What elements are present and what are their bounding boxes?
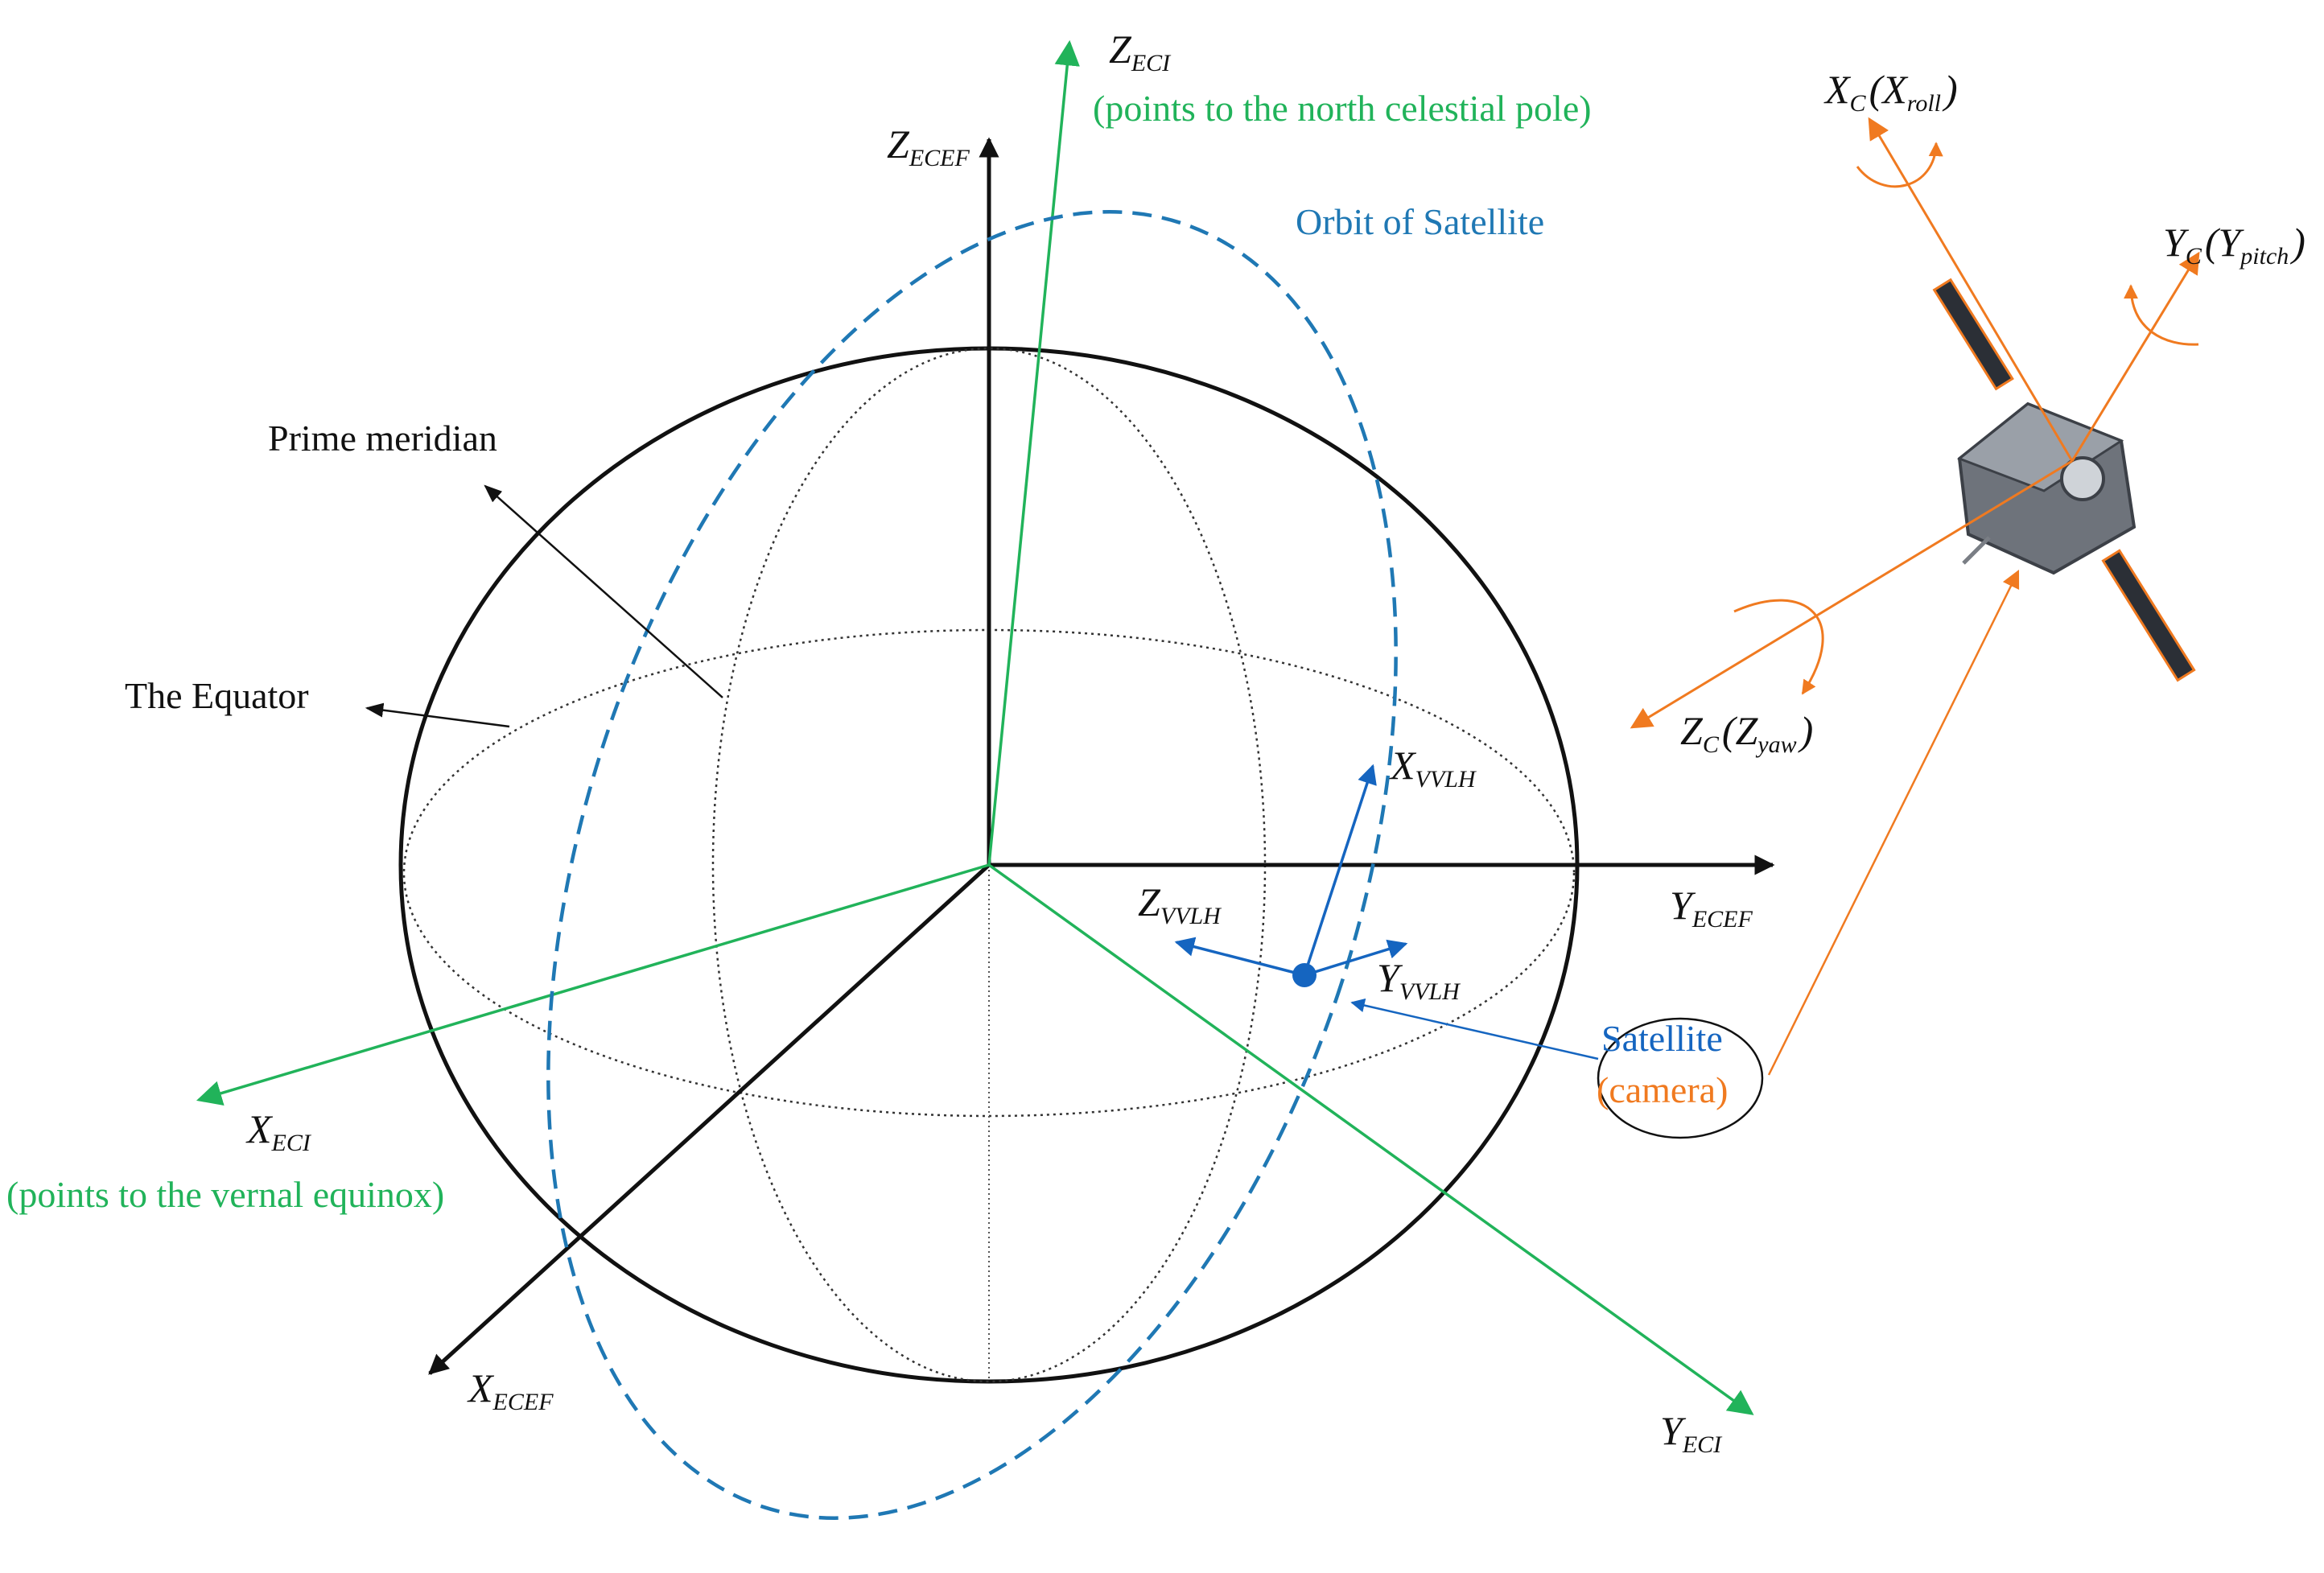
satellite-lens: [2060, 456, 2105, 501]
satellite-label-pointer: [1350, 998, 1599, 1060]
satellite-position-dot: [1292, 963, 1317, 987]
zc-axis: [1630, 459, 2073, 729]
zc-label: ZC(Zyaw): [1680, 708, 1813, 758]
label-pointers: [365, 484, 723, 728]
xc-label: XC(Xroll): [1823, 67, 1958, 117]
yc-axis: [2071, 251, 2200, 462]
satellite-callout: [1597, 569, 2020, 1139]
x-eci-label: XECI: [245, 1106, 312, 1156]
x-ecef-label: XECEF: [467, 1365, 554, 1415]
y-eci-label: YECI: [1660, 1408, 1723, 1458]
satellite-callout-ellipse: [1597, 1017, 1764, 1139]
z-eci-axis: [987, 39, 1080, 866]
y-ecef-label: YECEF: [1670, 883, 1753, 933]
prime-meridian-pointer: [484, 484, 723, 698]
y-vvlh-axis: [1304, 939, 1408, 977]
x-vvlh-label: XVVLH: [1389, 743, 1477, 793]
yaw-rotation-arrow: [1733, 599, 1824, 695]
satellite-body-face: [1957, 402, 2124, 492]
labels: ZECI (points to the north celestial pole…: [6, 27, 2305, 1458]
equator-label: The Equator: [125, 675, 309, 716]
equator-pointer: [365, 702, 510, 728]
solar-panel-upper: [1932, 278, 2014, 391]
z-eci-label: ZECI: [1109, 27, 1172, 76]
camera-label: (camera): [1597, 1069, 1728, 1110]
x-ecef-axis: [428, 863, 991, 1375]
x-vvlh-axis: [1303, 764, 1377, 976]
satellite-orbit: [546, 210, 1398, 1520]
ecef-axes: [428, 137, 1775, 1375]
yc-label: YC(Ypitch): [2163, 220, 2305, 270]
camera-frame: [1630, 117, 2200, 729]
vvlh-frame: [1174, 764, 1599, 1060]
z-eci-note: (points to the north celestial pole): [1093, 88, 1592, 129]
roll-rotation-arrow: [1856, 142, 1943, 188]
z-vvlh-label: ZVVLH: [1138, 879, 1222, 929]
x-eci-note: (points to the vernal equinox): [6, 1174, 444, 1215]
pitch-rotation-arrow: [2124, 284, 2199, 346]
prime-meridian-label: Prime meridian: [268, 418, 497, 459]
orbit-label: Orbit of Satellite: [1296, 201, 1544, 242]
x-eci-axis: [196, 863, 990, 1106]
y-vvlh-label: YVVLH: [1377, 955, 1461, 1005]
z-vvlh-axis: [1174, 937, 1305, 977]
camera-pointer: [1767, 569, 2020, 1076]
satellite-antenna: [1962, 536, 1991, 565]
eci-axes: [196, 39, 1754, 1415]
z-ecef-label: ZECEF: [887, 121, 970, 171]
y-eci-axis: [987, 863, 1754, 1415]
satellite-illustration: [1932, 278, 2196, 682]
satellite-label: Satellite: [1601, 1018, 1723, 1059]
xc-axis: [1868, 117, 2074, 462]
solar-panel-lower: [2101, 549, 2196, 682]
